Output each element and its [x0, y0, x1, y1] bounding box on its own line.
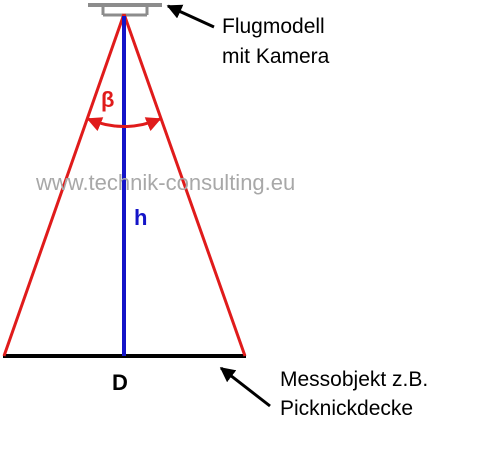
camera-callout-line2: mit Kamera — [222, 45, 330, 68]
object-callout-line2: Picknickdecke — [280, 397, 413, 420]
angle-arc — [86, 117, 162, 132]
height-label: h — [134, 205, 147, 230]
view-cone — [2, 13, 247, 357]
camera-callout-line1: Flugmodell — [222, 15, 325, 38]
angle-label: β — [101, 87, 114, 112]
watermark-text: www.technik-consulting.eu — [35, 170, 295, 195]
camera-icon — [88, 3, 162, 17]
camera-callout-arrow — [166, 4, 215, 29]
object-callout-arrow — [219, 366, 271, 408]
diameter-label: D — [112, 370, 128, 395]
object-callout-line1: Messobjekt z.B. — [280, 368, 428, 391]
